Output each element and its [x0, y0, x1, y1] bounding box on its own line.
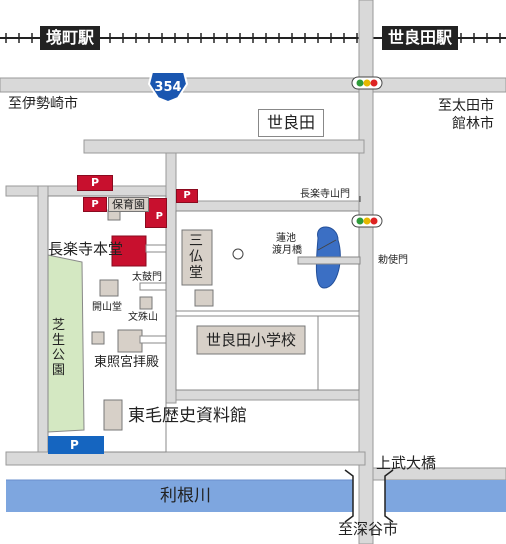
park-label-3: 公	[52, 348, 66, 363]
jobu-bridge	[344, 469, 394, 523]
road-left-vertical	[37, 185, 49, 457]
sanmon-label: 長楽寺山門	[300, 189, 350, 200]
pond-label-1: 蓮池	[276, 233, 296, 244]
monjusan-building	[139, 296, 153, 310]
leader-lines	[317, 196, 361, 251]
dest-tatebayashi: 館林市	[452, 116, 494, 132]
buildings	[91, 209, 306, 431]
traffic-signal-north	[351, 76, 383, 90]
sanbutsudo-label-1: 三	[189, 233, 203, 249]
museum-label: 東毛歴史資料館	[128, 406, 247, 426]
dest-ota: 至太田市	[438, 98, 494, 114]
intersection-sign: 世良田	[258, 109, 325, 137]
parking-marker: P	[145, 198, 167, 228]
school-label: 世良田小学校	[206, 331, 297, 349]
parking-marker: P	[176, 189, 198, 203]
well-marker	[232, 248, 244, 260]
tone-river	[6, 479, 506, 512]
dest-fukaya: 至深谷市	[338, 520, 399, 538]
pond-label-2: 渡月橋	[272, 245, 302, 256]
lotus-pond	[297, 226, 361, 289]
parking-marker: P	[83, 197, 107, 212]
dest-isesaki: 至伊勢崎市	[8, 96, 78, 112]
route-354-shield: 354	[147, 71, 189, 104]
hondo-label: 長楽寺本堂	[48, 240, 124, 258]
route-number: 354	[154, 80, 181, 95]
shiba-park	[47, 254, 85, 433]
hoikuen-label: 保育園	[108, 197, 149, 212]
hondo-building	[111, 235, 147, 267]
kaizando-label: 開山堂	[92, 302, 122, 313]
river-label: 利根川	[160, 486, 211, 506]
sanbutsudo-label-2: 仏	[189, 249, 203, 265]
traffic-signal-south	[351, 214, 383, 228]
museum-building	[103, 399, 123, 431]
road-sanmon	[175, 200, 360, 212]
serada-station: 世良田駅	[382, 26, 459, 50]
park-label-2: 生	[52, 333, 66, 348]
toshogu-building	[117, 329, 143, 353]
bridge-label: 上武大橋	[376, 454, 437, 472]
parking-marker: P	[77, 175, 113, 191]
main-road-horizontal	[0, 77, 506, 93]
taikomon-label: 太鼓門	[132, 272, 162, 283]
gate-connectors	[139, 244, 167, 344]
sakaimachi-station: 境町駅	[40, 26, 101, 50]
road-inner-south	[175, 389, 360, 401]
churei-tower-building	[194, 289, 214, 307]
kaizando-building	[99, 279, 119, 297]
sanbutsudo-label-3: 堂	[189, 265, 203, 281]
road-upper-east	[83, 139, 365, 154]
chokushimon-label: 勅使門	[378, 255, 408, 266]
sanbutsudo-building	[181, 229, 213, 286]
road-bottom	[5, 451, 366, 466]
toshogu-label: 東照宮拝殿	[94, 355, 160, 370]
monjusan-label: 文殊山	[128, 312, 158, 323]
park-label-1: 芝	[52, 318, 66, 333]
park-label-4: 園	[52, 363, 66, 378]
small-shrine-building	[91, 331, 105, 345]
road-temple-vertical	[165, 152, 177, 404]
school-building	[196, 325, 306, 355]
parking-marker-blue: P	[48, 436, 104, 454]
